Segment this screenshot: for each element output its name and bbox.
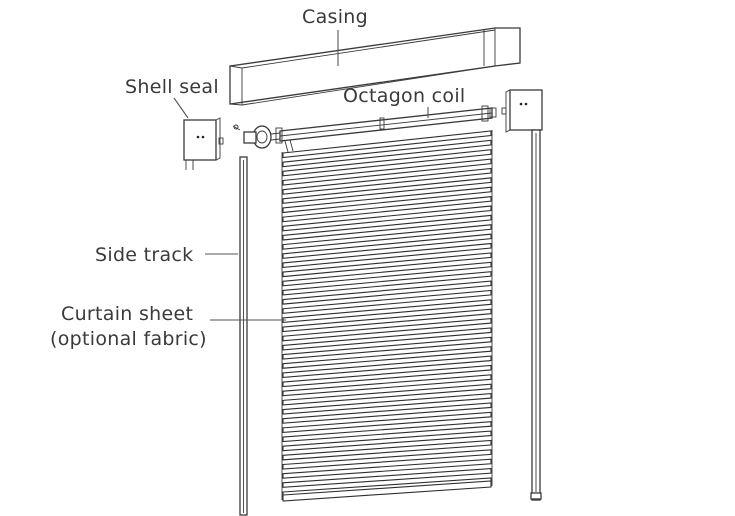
curtain-slat — [282, 336, 492, 360]
curtain-slat — [282, 196, 492, 223]
octagon-coil-label: Octagon coil — [343, 85, 466, 107]
curtain-slat — [282, 458, 492, 479]
curtain-sheet-label: Curtain sheet — [61, 303, 193, 325]
curtain-slat — [282, 411, 492, 433]
side-track-left — [239, 156, 248, 516]
curtain-slat — [282, 214, 492, 241]
curtain-slat — [282, 271, 492, 296]
curtain-slat — [282, 346, 492, 369]
curtain-slat — [282, 364, 492, 388]
curtain-slat — [282, 299, 492, 324]
curtain-slat — [282, 186, 492, 214]
side-track-label: Side track — [95, 244, 193, 266]
curtain-slat — [282, 167, 492, 195]
curtain-slat — [282, 430, 492, 452]
curtain-slat — [282, 449, 492, 470]
curtain-slat — [282, 233, 492, 259]
curtain-slat — [282, 130, 492, 159]
curtain-slat — [282, 327, 492, 351]
curtain-slat — [282, 252, 492, 278]
shell-seal-leader-line — [173, 97, 189, 119]
curtain-slat — [282, 421, 492, 443]
curtain-slat — [282, 439, 492, 461]
curtain-slat — [282, 205, 492, 232]
curtain-sheet-sublabel: (optional fabric) — [50, 328, 207, 350]
curtain-slat — [282, 139, 492, 168]
curtain-slat — [282, 158, 492, 186]
curtain-slat — [282, 308, 492, 333]
curtain-slat — [282, 261, 492, 287]
curtain-slat — [282, 402, 492, 424]
side-track-right — [530, 129, 542, 501]
curtain-slat — [282, 177, 492, 204]
curtain-slat — [282, 393, 492, 415]
octagon-coil-part — [232, 105, 497, 153]
curtain-sheet-part — [281, 130, 493, 502]
curtain-slat — [282, 242, 492, 269]
casing-part — [229, 27, 521, 106]
shell-seal-left — [183, 117, 224, 170]
curtain-slat — [282, 355, 492, 378]
curtain-bottom-bar — [282, 480, 492, 502]
curtain-slat — [282, 224, 492, 250]
curtain-slat — [282, 280, 492, 305]
shell-seal-label: Shell seal — [125, 76, 219, 98]
shell-seal-right — [501, 89, 543, 133]
curtain-slat — [282, 383, 492, 406]
curtain-slat — [282, 289, 492, 314]
casing-label: Casing — [302, 6, 368, 28]
curtain-slat — [282, 374, 492, 397]
curtain-slat — [282, 468, 492, 488]
curtain-slat — [282, 149, 492, 177]
curtain-slat — [282, 317, 492, 342]
